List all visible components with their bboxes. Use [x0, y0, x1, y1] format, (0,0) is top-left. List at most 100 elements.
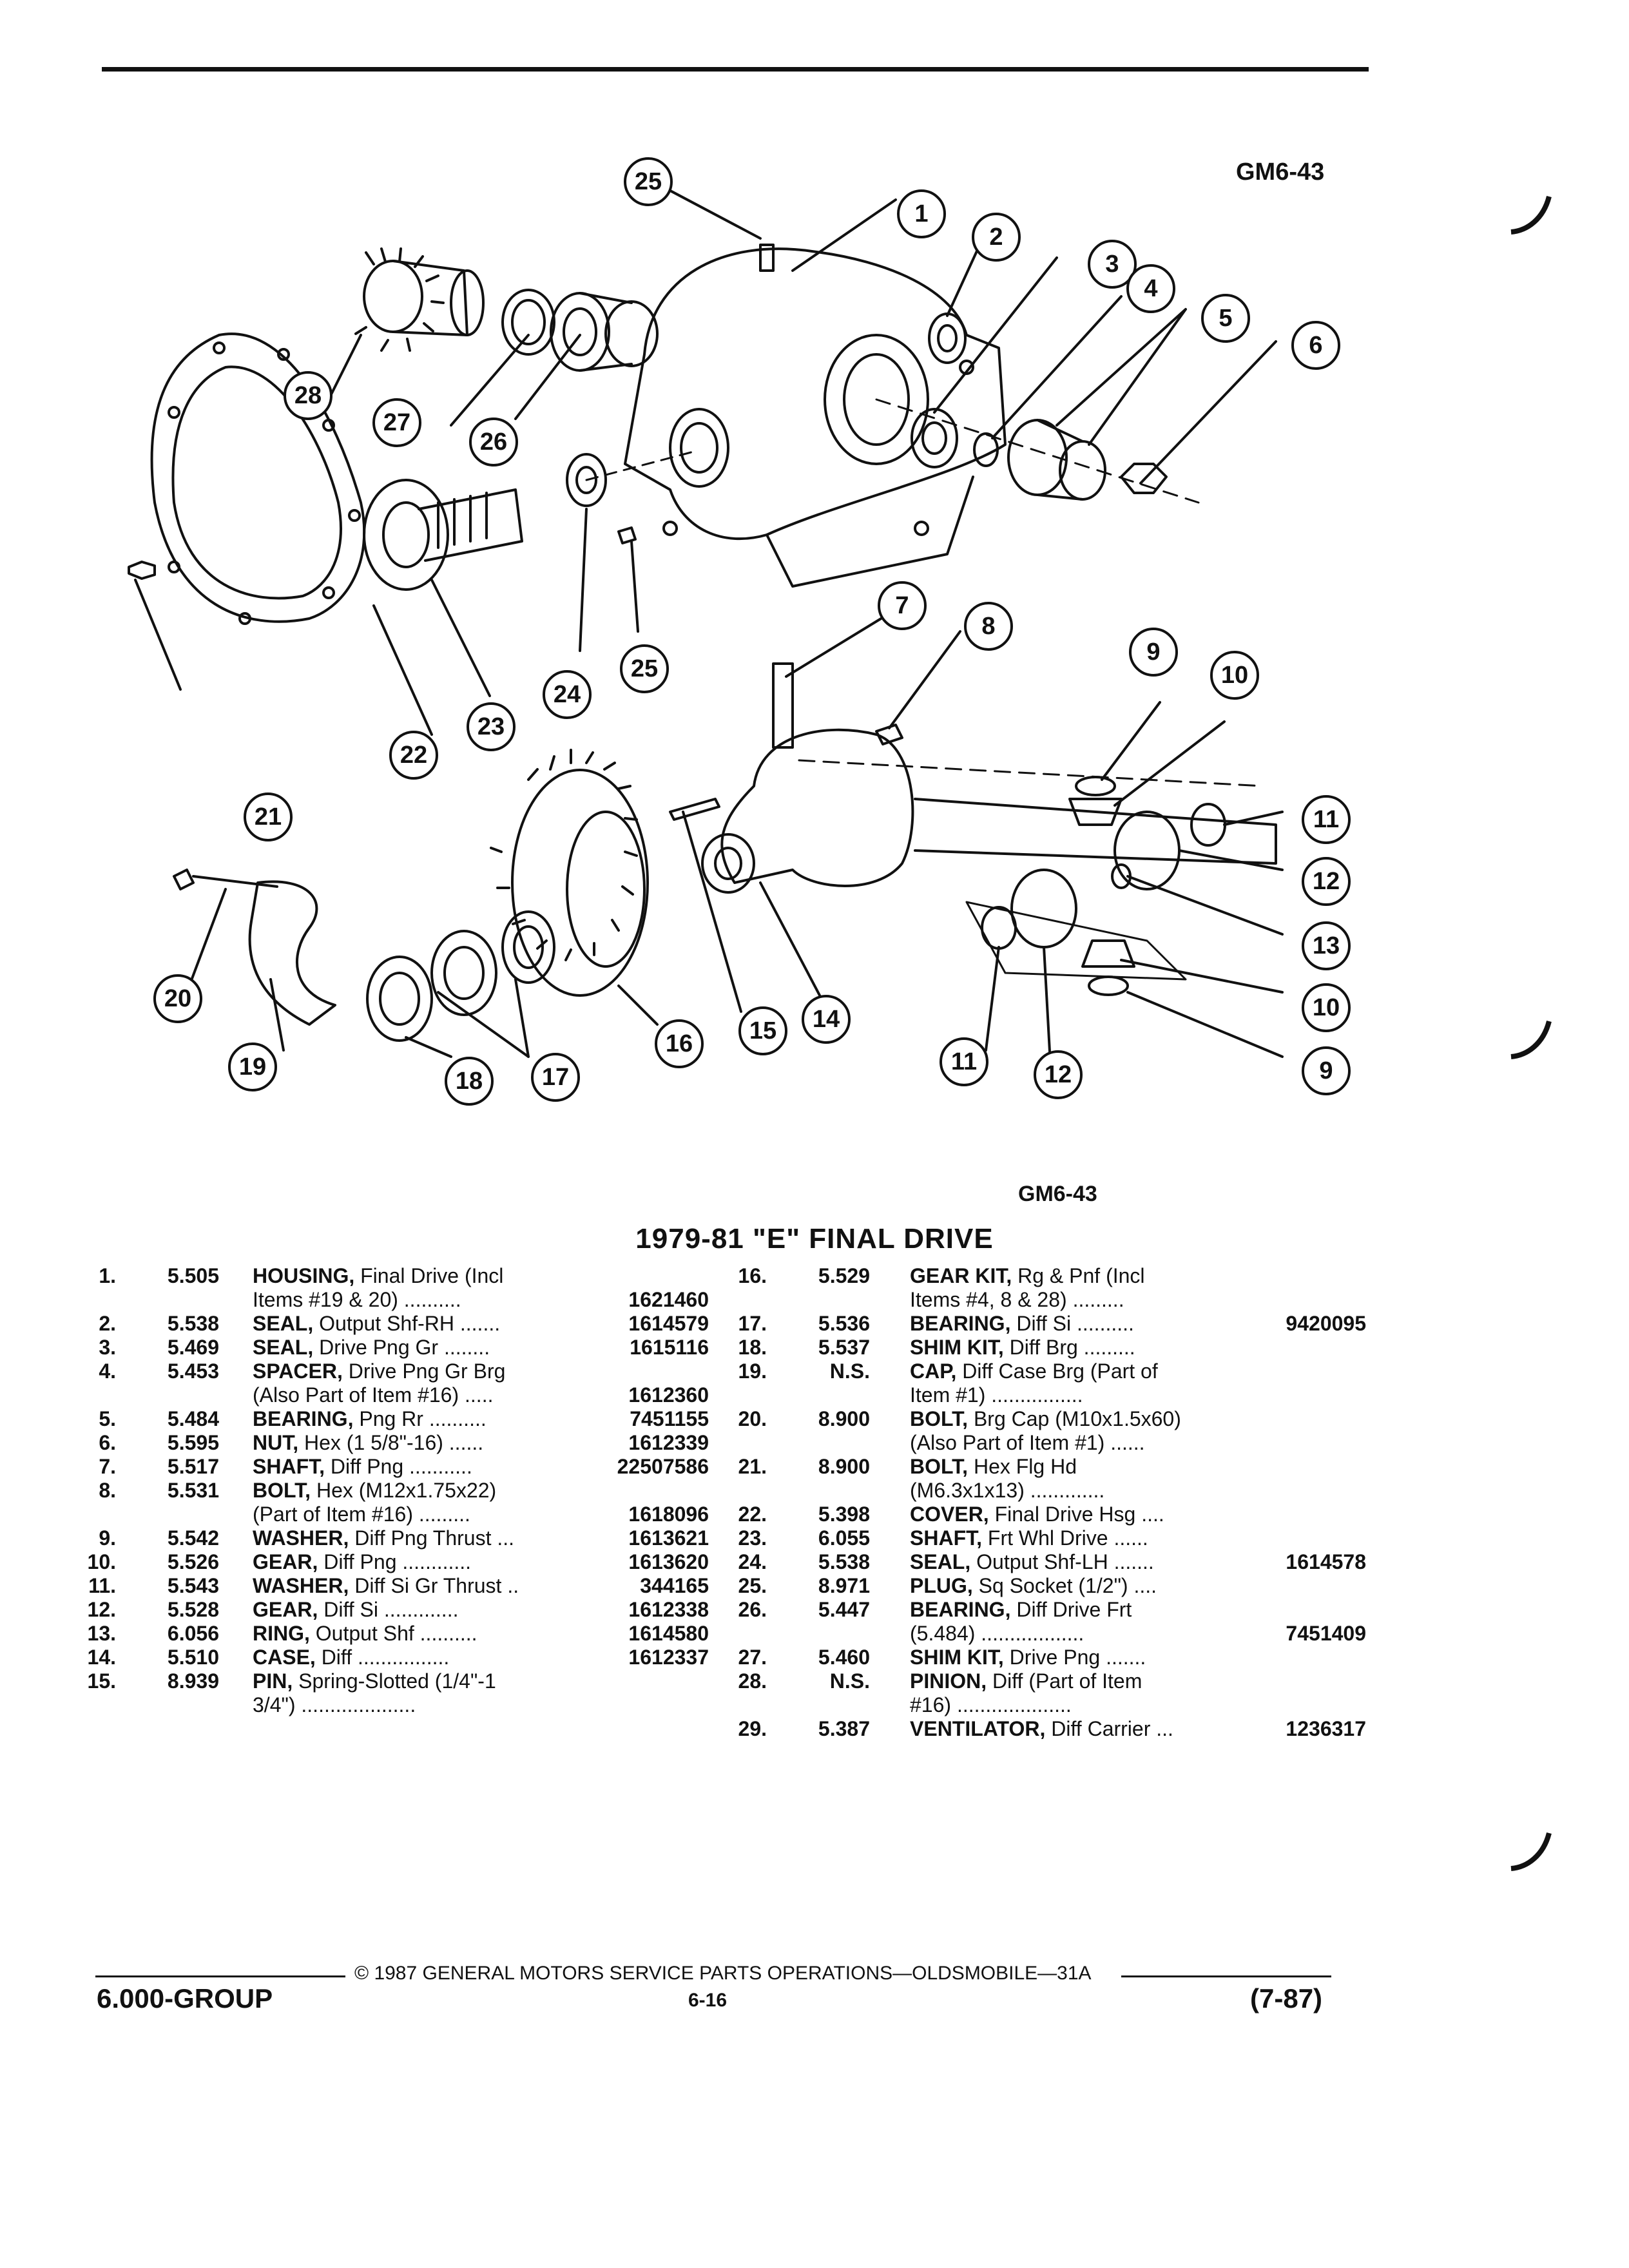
callout-27: 27	[372, 398, 421, 447]
group-number: 8.900	[818, 1407, 870, 1430]
part-detail: Final Drive (Incl	[354, 1264, 504, 1287]
part-description: PIN, Spring-Slotted (1/4"-1	[253, 1669, 496, 1693]
part-row: (5.484) ..................7451409	[722, 1622, 1379, 1646]
thrust-washer-right-drawing	[1190, 803, 1226, 847]
part-detail: Drive Png Gr ........	[313, 1336, 490, 1359]
cover-bolt-drawing	[128, 561, 156, 580]
item-number: 5.	[99, 1407, 116, 1430]
callout-11-bottom: 11	[940, 1037, 988, 1086]
figure-code-bottom: GM6-43	[1018, 1182, 1097, 1206]
part-number: 7451155	[630, 1407, 709, 1430]
group-number: 5.447	[818, 1598, 870, 1621]
part-description: (Part of Item #16) .........	[253, 1503, 470, 1526]
part-detail: Hex Flg Hd	[968, 1455, 1077, 1478]
exploded-view-diagram	[128, 179, 1284, 1064]
part-detail: Diff (Part of Item	[987, 1669, 1142, 1693]
item-number: 6.	[99, 1431, 116, 1454]
footer-copyright: © 1987 GENERAL MOTORS SERVICE PARTS OPER…	[354, 1963, 1092, 1984]
part-description: PINION, Diff (Part of Item	[910, 1669, 1142, 1693]
group-number: 5.538	[818, 1550, 870, 1573]
group-number: 5.538	[167, 1312, 219, 1335]
front-wheel-drive-shaft-drawing	[363, 479, 523, 591]
ventilator-drawing	[759, 244, 775, 272]
part-number: 1613621	[628, 1526, 709, 1550]
part-row: (Also Part of Item #1) ......	[722, 1431, 1379, 1455]
part-detail: (M6.3x1x13) .............	[910, 1479, 1105, 1502]
part-description: BEARING, Diff Si ..........	[910, 1312, 1134, 1336]
part-number: 1614579	[628, 1312, 709, 1335]
item-number: 20.	[738, 1407, 767, 1430]
part-detail: Diff Carrier ...	[1045, 1717, 1173, 1740]
part-detail: Diff Si ..........	[1010, 1312, 1134, 1335]
part-name: COVER,	[910, 1503, 989, 1526]
figure-code-top: GM6-43	[1236, 159, 1325, 186]
callout-28: 28	[284, 371, 333, 420]
part-number: 9420095	[1286, 1312, 1366, 1335]
part-description: Items #4, 8 & 28) .........	[910, 1288, 1124, 1312]
side-bearing-drawing	[501, 910, 555, 984]
thrust-washer-left-drawing	[981, 906, 1017, 950]
part-description: BOLT, Hex (M12x1.75x22)	[253, 1479, 496, 1503]
part-description: SHAFT, Diff Png ...........	[253, 1455, 472, 1479]
group-number: 8.939	[167, 1669, 219, 1693]
callout-23: 23	[467, 702, 516, 751]
callout-2: 2	[972, 213, 1021, 262]
part-description: SPACER, Drive Png Gr Brg	[253, 1360, 505, 1383]
part-description: BOLT, Hex Flg Hd	[910, 1455, 1077, 1479]
group-number: 8.900	[818, 1455, 870, 1478]
part-description: SHAFT, Frt Whl Drive ......	[910, 1526, 1148, 1550]
part-name: SEAL,	[253, 1336, 314, 1359]
part-detail: Spring-Slotted (1/4"-1	[293, 1669, 496, 1693]
callout-8: 8	[964, 602, 1013, 651]
group-number: 5.484	[167, 1407, 219, 1430]
margin-mark-1	[1510, 195, 1552, 235]
item-number: 11.	[88, 1574, 116, 1597]
spring-pin-drawing	[669, 798, 720, 821]
part-row: (M6.3x1x13) .............	[722, 1479, 1379, 1503]
part-detail: Rg & Pnf (Incl	[1012, 1264, 1145, 1287]
item-number: 18.	[738, 1336, 767, 1359]
side-gear-right-drawing	[1113, 811, 1181, 890]
part-row: 3/4") ....................	[71, 1693, 715, 1717]
item-number: 26.	[738, 1598, 767, 1621]
group-number: 5.387	[818, 1717, 870, 1740]
part-detail: Hex (M12x1.75x22)	[311, 1479, 497, 1502]
item-number: 29.	[738, 1717, 767, 1740]
footer-rule-left	[95, 1975, 345, 1977]
part-description: BEARING, Diff Drive Frt	[910, 1598, 1132, 1622]
page-title: 1979-81 "E" FINAL DRIVE	[635, 1223, 994, 1254]
item-number: 10.	[87, 1550, 116, 1573]
item-number: 7.	[99, 1455, 116, 1478]
part-name: BEARING,	[910, 1312, 1011, 1335]
part-name: VENTILATOR,	[910, 1717, 1046, 1740]
part-description: (Also Part of Item #16) .....	[253, 1383, 493, 1407]
shim-kit-drawing	[366, 956, 433, 1042]
part-description: (M6.3x1x13) .............	[910, 1479, 1104, 1503]
part-row: Item #1) ................	[722, 1383, 1379, 1407]
part-description: CASE, Diff ................	[253, 1646, 449, 1669]
part-detail: Diff Si .............	[318, 1598, 459, 1621]
group-number: 5.526	[167, 1550, 219, 1573]
part-detail: Final Drive Hsg ....	[988, 1503, 1164, 1526]
callout-3: 3	[1088, 240, 1137, 289]
part-detail: Diff Png ...........	[325, 1455, 472, 1478]
group-number: 5.517	[167, 1455, 219, 1478]
part-number: 1612338	[628, 1598, 709, 1621]
bearing-cap-bolt-drawing	[173, 869, 278, 890]
cover-drawing	[150, 332, 366, 625]
group-number: 5.529	[818, 1264, 870, 1287]
part-row: 19.N.S.CAP, Diff Case Brg (Part of	[722, 1360, 1379, 1383]
callout-7: 7	[878, 581, 927, 630]
footer-date: (7-87)	[1250, 1983, 1323, 2013]
spacer-drawing	[973, 432, 999, 467]
item-number: 19.	[738, 1360, 767, 1383]
